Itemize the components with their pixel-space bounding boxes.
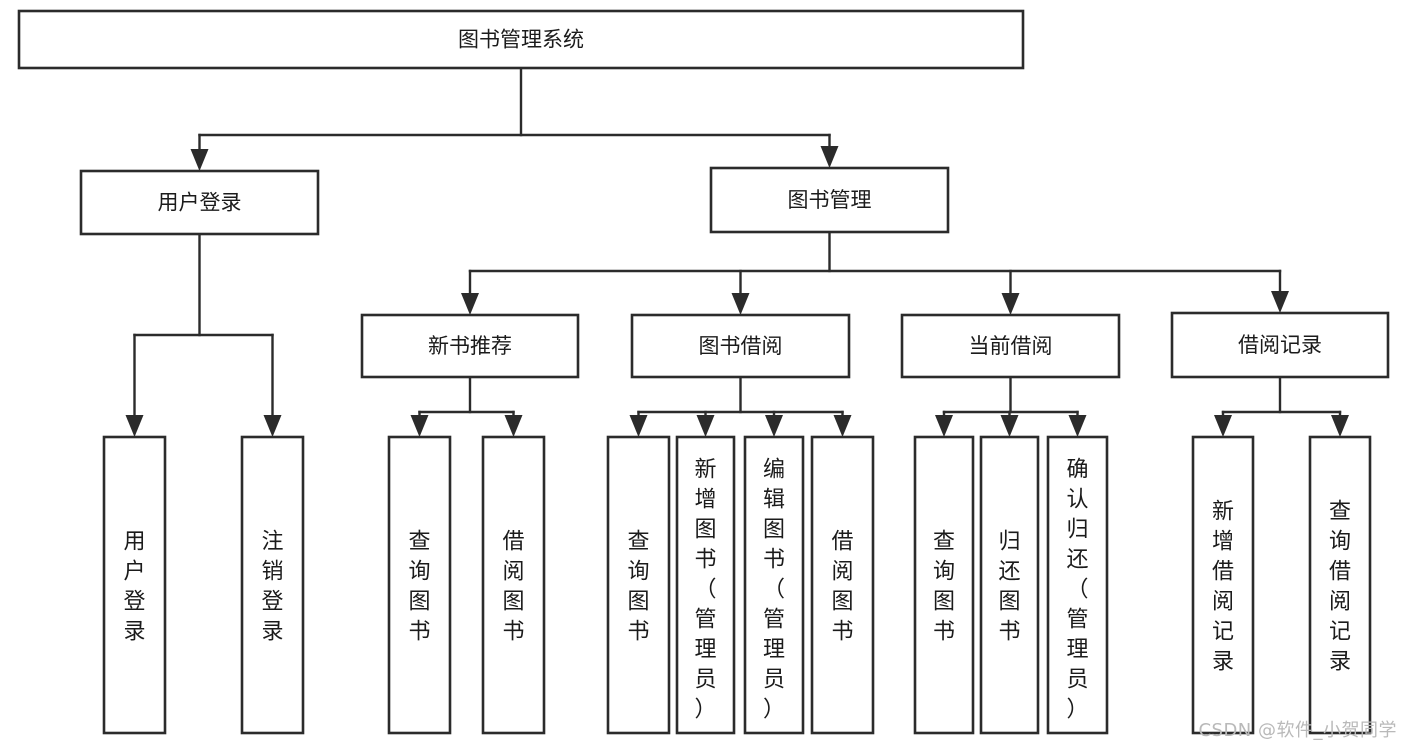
- node-label: 图书管理: [788, 188, 872, 212]
- node-box[interactable]: [979, 435, 1040, 735]
- node-box[interactable]: [102, 435, 167, 735]
- arrow-head-icon: [696, 415, 715, 437]
- node-label: 图书管理系统: [458, 28, 584, 52]
- node-图书管理系统-root[interactable]: 图书管理系统: [17, 9, 1025, 70]
- node-查询借阅记录-leaf[interactable]: 查询借阅记录: [1308, 435, 1372, 735]
- node-借阅图书-leaf[interactable]: 借阅图书: [810, 435, 875, 735]
- node-label: 图书借阅: [699, 334, 783, 358]
- node-注销登录-leaf[interactable]: 注销登录: [240, 435, 305, 735]
- node-label: 新增图书（管理员）: [694, 457, 716, 722]
- node-box[interactable]: [900, 313, 1121, 379]
- arrow-head-icon: [1331, 415, 1349, 437]
- node-新增借阅记录-leaf[interactable]: 新增借阅记录: [1191, 435, 1255, 735]
- node-box[interactable]: [630, 313, 851, 379]
- node-box[interactable]: [913, 435, 975, 735]
- node-label: 借阅记录: [1238, 333, 1322, 357]
- node-label: 用户登录: [158, 191, 242, 215]
- node-确认归还管理员-leaf[interactable]: 确认归还（管理员）: [1046, 435, 1109, 735]
- node-box[interactable]: [810, 435, 875, 735]
- arrow-head-icon: [1001, 293, 1020, 315]
- node-box[interactable]: [360, 313, 580, 379]
- node-label: 用户登录: [123, 529, 145, 644]
- node-新增图书管理员-leaf[interactable]: 新增图书（管理员）: [675, 435, 736, 735]
- node-box[interactable]: [1170, 311, 1390, 379]
- node-box[interactable]: [606, 435, 671, 735]
- arrow-head-icon: [1214, 415, 1232, 437]
- node-label: 编辑图书（管理员）: [763, 457, 785, 722]
- arrow-head-icon: [125, 415, 144, 437]
- arrow-head-icon: [935, 415, 953, 437]
- node-label: 注销登录: [261, 529, 283, 644]
- arrow-head-icon: [1000, 415, 1019, 437]
- node-box[interactable]: [743, 435, 805, 735]
- arrow-head-icon: [461, 293, 479, 315]
- arrow-head-icon: [820, 146, 839, 168]
- arrow-head-icon: [410, 415, 429, 437]
- arrow-head-icon: [190, 149, 209, 171]
- node-用户登录-level2[interactable]: 用户登录: [79, 169, 320, 236]
- node-查询图书-leaf[interactable]: 查询图书: [606, 435, 671, 735]
- connector-layer: [125, 66, 1349, 437]
- node-box[interactable]: [17, 9, 1025, 70]
- node-label: 新增借阅记录: [1212, 499, 1234, 674]
- node-label: 查询图书: [627, 529, 649, 644]
- node-box[interactable]: [675, 435, 736, 735]
- node-编辑图书管理员-leaf[interactable]: 编辑图书（管理员）: [743, 435, 805, 735]
- node-box[interactable]: [79, 169, 320, 236]
- node-借阅图书-leaf[interactable]: 借阅图书: [481, 435, 546, 735]
- node-查询图书-leaf[interactable]: 查询图书: [387, 435, 452, 735]
- arrow-head-icon: [833, 415, 852, 437]
- node-图书管理-level2[interactable]: 图书管理: [709, 166, 950, 234]
- node-box[interactable]: [1191, 435, 1255, 735]
- node-图书借阅-level3[interactable]: 图书借阅: [630, 313, 851, 379]
- node-用户登录-leaf[interactable]: 用户登录: [102, 435, 167, 735]
- node-查询图书-leaf[interactable]: 查询图书: [913, 435, 975, 735]
- arrow-head-icon: [1068, 415, 1087, 437]
- node-box[interactable]: [1046, 435, 1109, 735]
- node-label: 查询借阅记录: [1329, 499, 1351, 674]
- node-label: 借阅图书: [831, 529, 853, 644]
- node-label: 借阅图书: [502, 529, 524, 644]
- node-layer: 图书管理系统用户登录图书管理新书推荐图书借阅当前借阅借阅记录用户登录注销登录查询…: [17, 9, 1390, 735]
- node-当前借阅-level3[interactable]: 当前借阅: [900, 313, 1121, 379]
- arrow-head-icon: [1271, 291, 1289, 313]
- node-label: 查询图书: [933, 529, 955, 644]
- node-box[interactable]: [1308, 435, 1372, 735]
- arrow-head-icon: [263, 415, 282, 437]
- node-label: 当前借阅: [969, 334, 1053, 358]
- node-label: 新书推荐: [428, 334, 512, 358]
- node-借阅记录-level3[interactable]: 借阅记录: [1170, 311, 1390, 379]
- node-label: 归还图书: [998, 529, 1020, 644]
- arrow-head-icon: [731, 293, 750, 315]
- node-归还图书-leaf[interactable]: 归还图书: [979, 435, 1040, 735]
- node-box[interactable]: [709, 166, 950, 234]
- node-label: 确认归还（管理员）: [1066, 457, 1088, 722]
- arrow-head-icon: [629, 415, 648, 437]
- node-box[interactable]: [240, 435, 305, 735]
- node-新书推荐-level3[interactable]: 新书推荐: [360, 313, 580, 379]
- arrow-head-icon: [765, 415, 783, 437]
- arrow-head-icon: [504, 415, 523, 437]
- node-box[interactable]: [481, 435, 546, 735]
- node-label: 查询图书: [408, 529, 430, 644]
- node-box[interactable]: [387, 435, 452, 735]
